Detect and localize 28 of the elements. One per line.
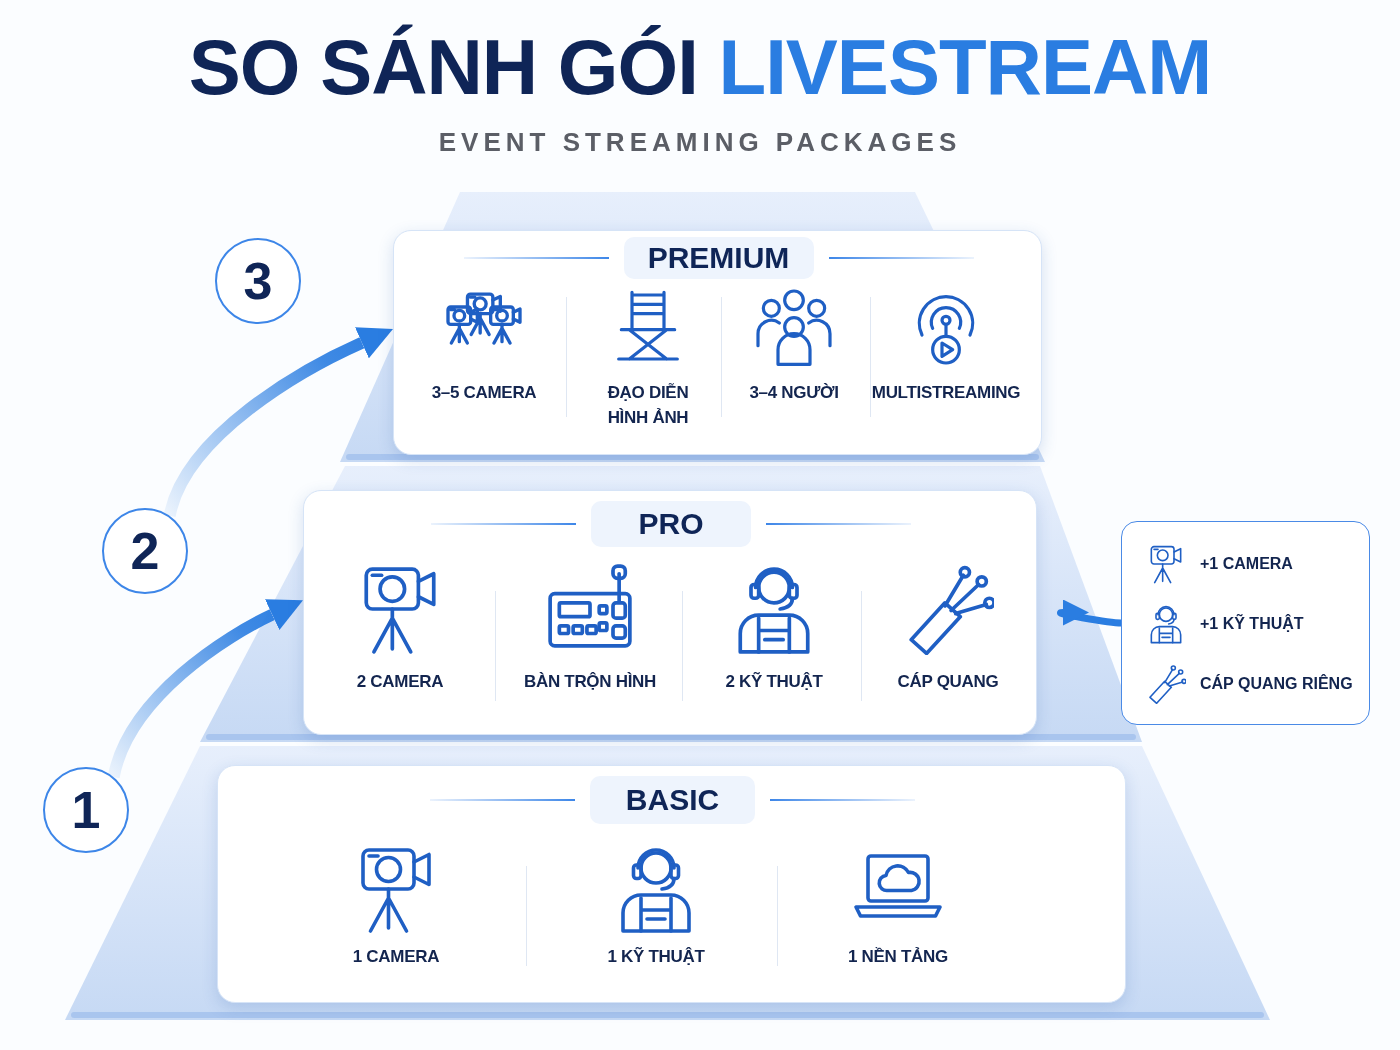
feature-label: 2 CAMERA bbox=[356, 671, 444, 693]
package-heading: PRO bbox=[591, 501, 751, 547]
feature-label: MULTISTREAMING bbox=[871, 382, 1021, 404]
step-number-circle: 1 bbox=[43, 767, 129, 853]
feature-label: CÁP QUANG bbox=[897, 671, 999, 693]
feature-label: BÀN TRỘN HÌNH bbox=[523, 671, 657, 693]
add-on-panel bbox=[1121, 521, 1370, 725]
feature-label: +1 KỸ THUẬT bbox=[1200, 615, 1304, 633]
feature-label: 3–5 CAMERA bbox=[431, 382, 537, 404]
step-number-circle: 2 bbox=[102, 508, 188, 594]
step-number-circle: 3 bbox=[215, 238, 301, 324]
feature-label: 1 NỀN TẢNG bbox=[848, 946, 948, 968]
feature-label: CÁP QUANG RIÊNG bbox=[1200, 675, 1353, 693]
feature-label: 2 KỸ THUẬT bbox=[725, 671, 823, 693]
package-heading: BASIC bbox=[590, 776, 755, 824]
arrow bbox=[163, 327, 393, 518]
feature-label: ĐẠO DIỄN HÌNH ẢNH bbox=[606, 382, 690, 429]
subtitle: EVENT STREAMING PACKAGES bbox=[438, 128, 962, 157]
package-heading: PREMIUM bbox=[623, 237, 814, 279]
arrow bbox=[1059, 599, 1122, 627]
feature-label: 1 CAMERA bbox=[352, 946, 440, 968]
arrow bbox=[107, 599, 303, 779]
feature-label: +1 CAMERA bbox=[1200, 555, 1293, 573]
package-card bbox=[303, 490, 1037, 735]
package-card bbox=[217, 765, 1126, 1003]
package-card bbox=[393, 230, 1042, 455]
feature-label: 3–4 NGƯỜI bbox=[749, 382, 839, 404]
feature-label: 1 KỸ THUẬT bbox=[607, 946, 705, 968]
